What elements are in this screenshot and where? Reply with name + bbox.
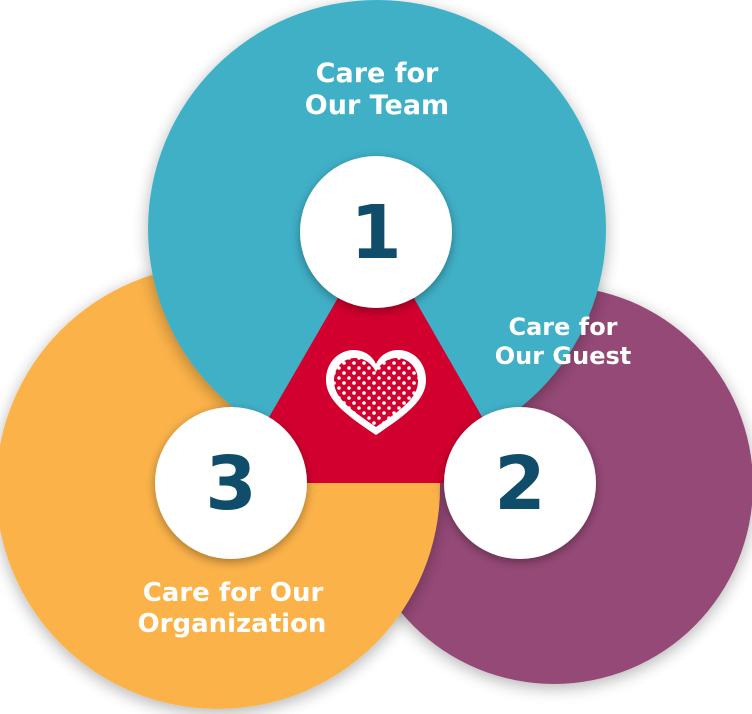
number-badge-1: 1	[300, 156, 452, 308]
number-badge-2: 2	[444, 407, 596, 559]
label-organization-line2: Organization	[138, 609, 327, 639]
number-badge-3: 3	[155, 407, 307, 559]
center-triangle	[231, 232, 520, 483]
number-2: 2	[494, 441, 546, 527]
label-organization-line1: Care for Our	[143, 578, 324, 608]
label-team-line1: Care for	[316, 58, 439, 89]
label-guest-line1: Care for	[508, 313, 617, 341]
number-1: 1	[350, 190, 402, 276]
heart-icon	[326, 350, 426, 435]
label-guest-line2: Our Guest	[495, 342, 632, 370]
label-team-line2: Our Team	[305, 90, 449, 121]
number-3: 3	[205, 441, 257, 527]
